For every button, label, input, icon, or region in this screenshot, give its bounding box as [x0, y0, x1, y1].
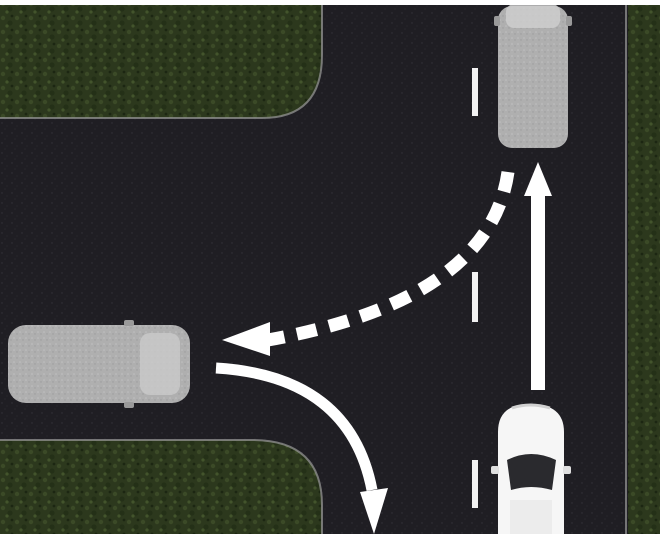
lane-dash	[472, 272, 478, 322]
oncoming-car	[494, 4, 572, 148]
top-border	[0, 0, 660, 5]
grass-bottom-left	[0, 440, 322, 534]
lane-dash	[472, 68, 478, 116]
grass-top-left	[0, 0, 322, 118]
grass-right	[628, 0, 660, 534]
own-car	[491, 404, 571, 534]
side-road-car	[8, 320, 190, 408]
lane-dash	[472, 460, 478, 508]
